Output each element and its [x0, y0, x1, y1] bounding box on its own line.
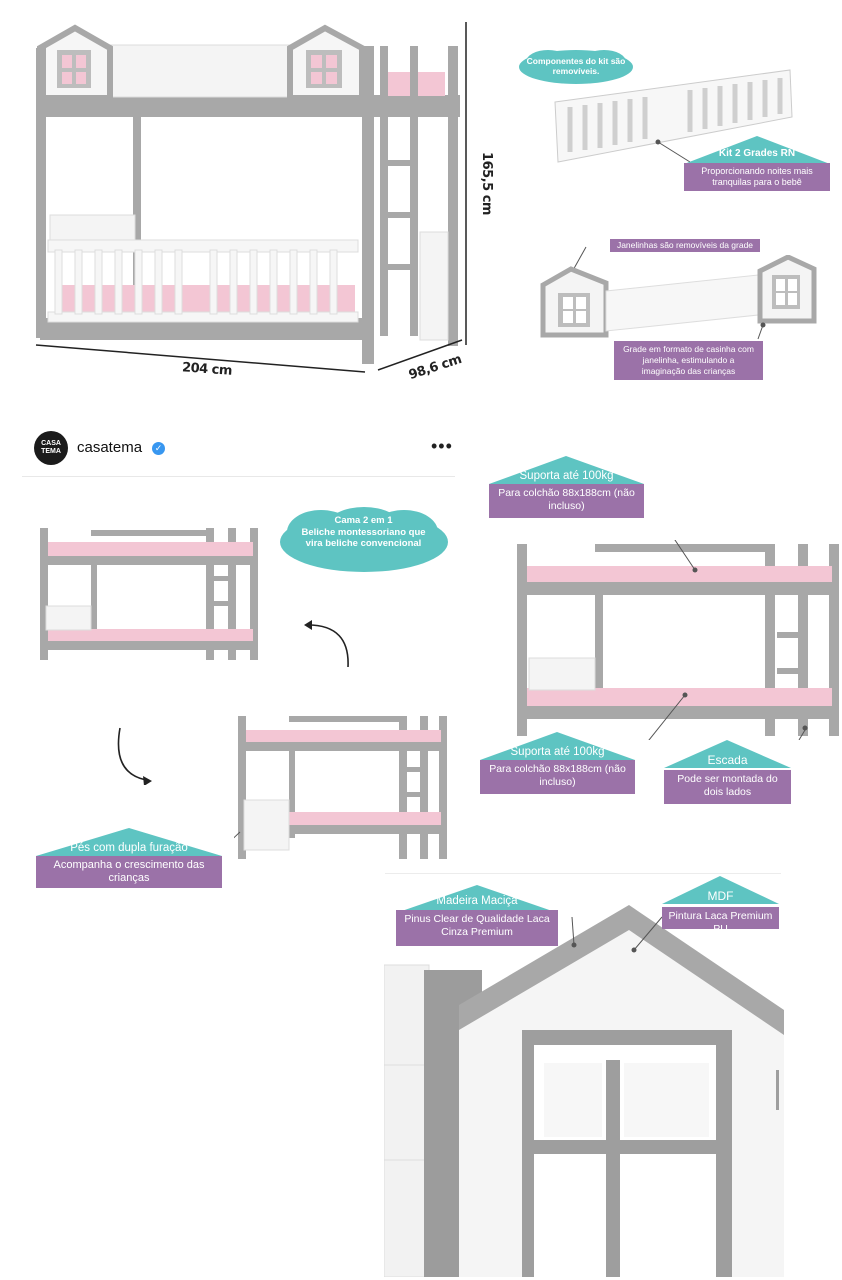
ladder-title: Escada — [707, 753, 748, 767]
cloud-shape — [519, 50, 633, 84]
wood-label-triangle — [396, 885, 558, 913]
mdf-description: Pintura Laca Premium PU — [662, 907, 779, 935]
cloud-2in1-shape — [280, 507, 448, 572]
ladder-description: Pode ser montada do dois lados — [664, 770, 791, 804]
ladder-label-triangle — [664, 740, 791, 768]
support-bottom-triangle — [480, 732, 635, 760]
dimension-height: 165,5 cm — [478, 152, 494, 215]
feet-title: Pés com dupla furação — [70, 842, 188, 854]
conventional-bunk-illustration — [234, 716, 447, 859]
feet-label-triangle — [36, 828, 222, 856]
cloud-2in1-title: Cama 2 em 1 — [334, 515, 393, 526]
kit-title: Kit 2 Grades RN — [718, 148, 796, 159]
username[interactable]: casatema — [77, 439, 143, 456]
kit-label-triangle — [684, 136, 830, 164]
wood-title: Madeira Maciça — [436, 895, 518, 907]
kit-rails-illustration — [554, 69, 793, 163]
more-dots-icon[interactable]: ••• — [431, 436, 453, 456]
curved-arrow-up-icon — [304, 620, 349, 668]
verified-check-icon: ✓ — [152, 442, 165, 455]
support-top-title: Suporta até 100kg — [519, 470, 614, 482]
header-divider — [22, 476, 455, 477]
cloud-note: Componentes do kit são removíveis. — [526, 56, 626, 76]
large-bunk-illustration — [517, 540, 839, 740]
house-bunk-bed-illustration — [35, 22, 467, 373]
mdf-label-triangle — [662, 876, 779, 904]
support-bottom-title: Suporta até 100kg — [510, 746, 605, 758]
montessori-bunk-illustration — [40, 528, 258, 660]
windows-note: Janelinhas são removíveis da grade — [610, 239, 760, 252]
section-divider — [385, 873, 781, 874]
curved-arrow-down-icon — [117, 727, 152, 785]
feet-description: Acompanha o crescimento das crianças — [36, 856, 222, 888]
avatar[interactable]: CASA TEMA — [34, 431, 68, 465]
wood-description: Pinus Clear de Qualidade Laca Cinza Prem… — [396, 910, 558, 946]
support-top-description: Para colchão 88x188cm (não incluso) — [489, 484, 644, 518]
kit-description: Proporcionando noites mais tranquilas pa… — [684, 163, 830, 191]
material-detail-illustration — [384, 905, 784, 1277]
cloud-2in1-text: Beliche montessoriano que vira beliche c… — [301, 527, 426, 549]
mdf-title: MDF — [707, 889, 734, 903]
grade-description: Grade em formato de casinha com janelinh… — [614, 341, 763, 380]
support-top-triangle — [489, 456, 644, 484]
support-bottom-description: Para colchão 88x188cm (não incluso) — [480, 760, 635, 794]
house-grade-illustration — [540, 255, 817, 340]
